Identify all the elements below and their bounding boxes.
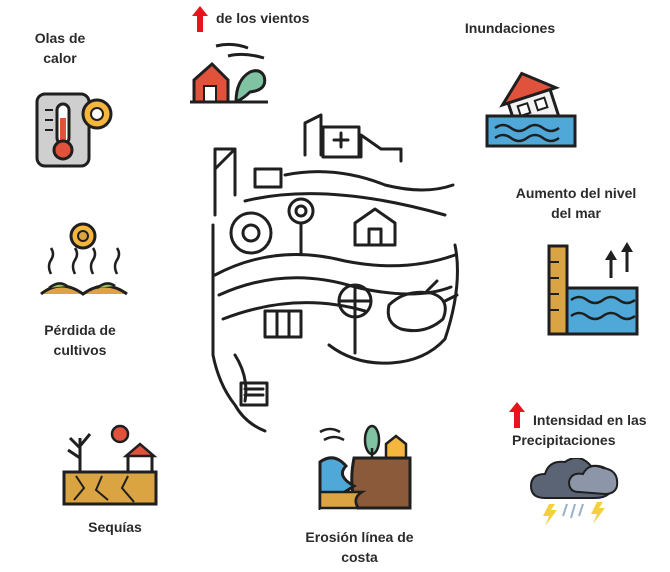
label-intensidad: Intensidad en las bbox=[533, 412, 647, 428]
label-sequias: Sequías bbox=[88, 519, 142, 535]
label-nivel-del-mar: Aumento del nivel del mar bbox=[515, 185, 637, 221]
label-vientos: de los vientos bbox=[216, 10, 310, 26]
increase-arrow-icon-2 bbox=[509, 402, 525, 428]
increase-arrow-icon bbox=[192, 6, 208, 32]
label-olas-de-calor: Olas de calor bbox=[34, 30, 86, 66]
label-perdida-cultivos: Pérdida de cultivos bbox=[44, 322, 116, 358]
coastal-erosion-icon bbox=[318, 424, 412, 510]
wind-storm-icon bbox=[190, 42, 268, 104]
wilting-crops-icon bbox=[40, 222, 128, 296]
label-precipitaciones: Precipitaciones bbox=[512, 432, 616, 448]
flooded-house-icon bbox=[485, 71, 577, 148]
label-inundaciones: Inundaciones bbox=[464, 20, 556, 36]
label-erosion: Erosión línea de costa bbox=[305, 529, 414, 565]
thermometer-sun-icon bbox=[35, 92, 113, 168]
argentina-map-collage-icon bbox=[211, 113, 459, 433]
cracked-earth-icon bbox=[62, 424, 158, 506]
storm-cloud-icon bbox=[529, 458, 619, 526]
sea-level-ruler-icon bbox=[547, 242, 639, 336]
